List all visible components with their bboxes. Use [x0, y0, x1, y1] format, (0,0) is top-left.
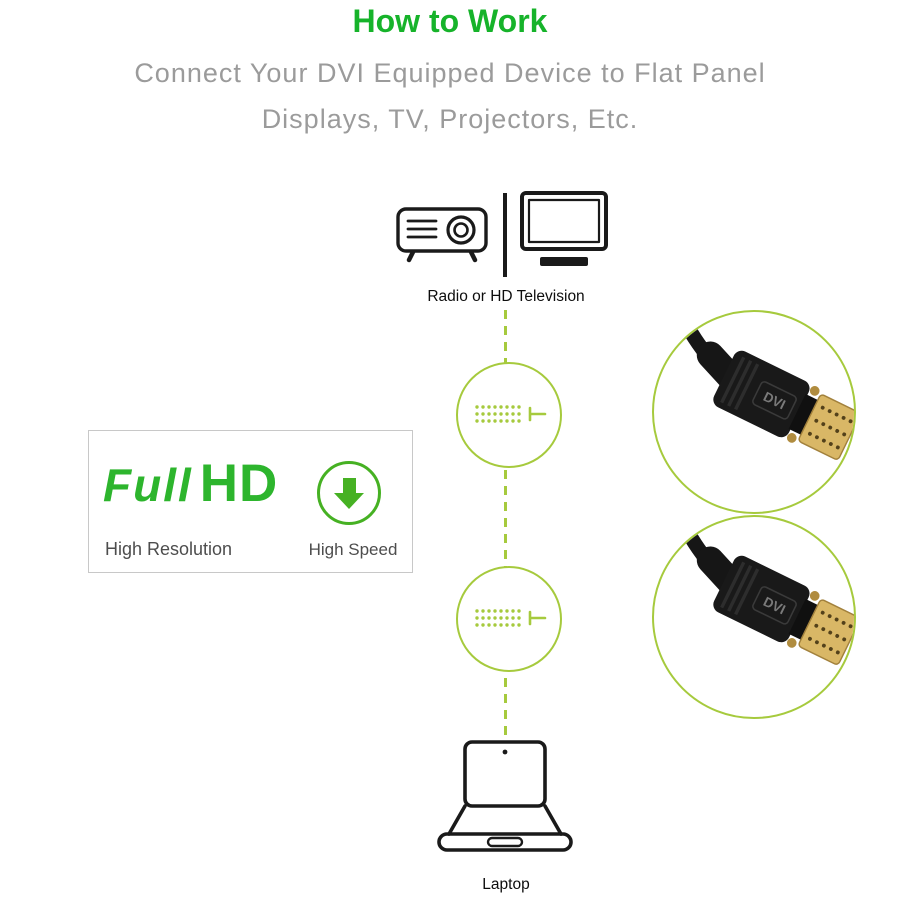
- dvi-connector-photo: DVI: [654, 312, 854, 512]
- top-device-label: Radio or HD Television: [427, 288, 585, 305]
- dvi-port-icon: [475, 609, 547, 627]
- icon-divider: [503, 193, 507, 277]
- laptop-icon: [437, 740, 573, 852]
- dvi-port-callout-2: [456, 566, 562, 672]
- down-arrow-head: [334, 492, 364, 509]
- dvi-port-callout-1: [456, 362, 562, 468]
- fullhd-logo: Full HD: [103, 453, 278, 514]
- feature-box: Full HD High Resolution High Speed: [88, 430, 413, 573]
- page-title: How to Work: [352, 3, 548, 39]
- high-speed-caption: High Speed: [308, 540, 398, 559]
- connection-dashed-line: [504, 310, 507, 740]
- subtitle-line-1: Connect Your DVI Equipped Device to Flat…: [134, 58, 766, 88]
- down-arrow-icon: [317, 461, 381, 525]
- subtitle: Connect Your DVI Equipped Device to Flat…: [0, 50, 900, 142]
- projector-icon: [396, 207, 488, 263]
- connector-photo-callout-1: DVI: [652, 310, 856, 514]
- high-resolution-caption: High Resolution: [105, 539, 233, 559]
- bottom-device-label: Laptop: [482, 876, 530, 893]
- connector-photo-callout-2: DVI: [652, 515, 856, 719]
- fullhd-logo-hd: HD: [199, 454, 279, 513]
- subtitle-line-2: Displays, TV, Projectors, Etc.: [261, 104, 639, 134]
- dvi-port-icon: [475, 405, 547, 423]
- down-arrow-shaft: [342, 477, 356, 493]
- fullhd-logo-full: Full: [103, 459, 193, 511]
- tv-icon: [520, 191, 608, 266]
- dvi-connector-photo: DVI: [654, 517, 854, 717]
